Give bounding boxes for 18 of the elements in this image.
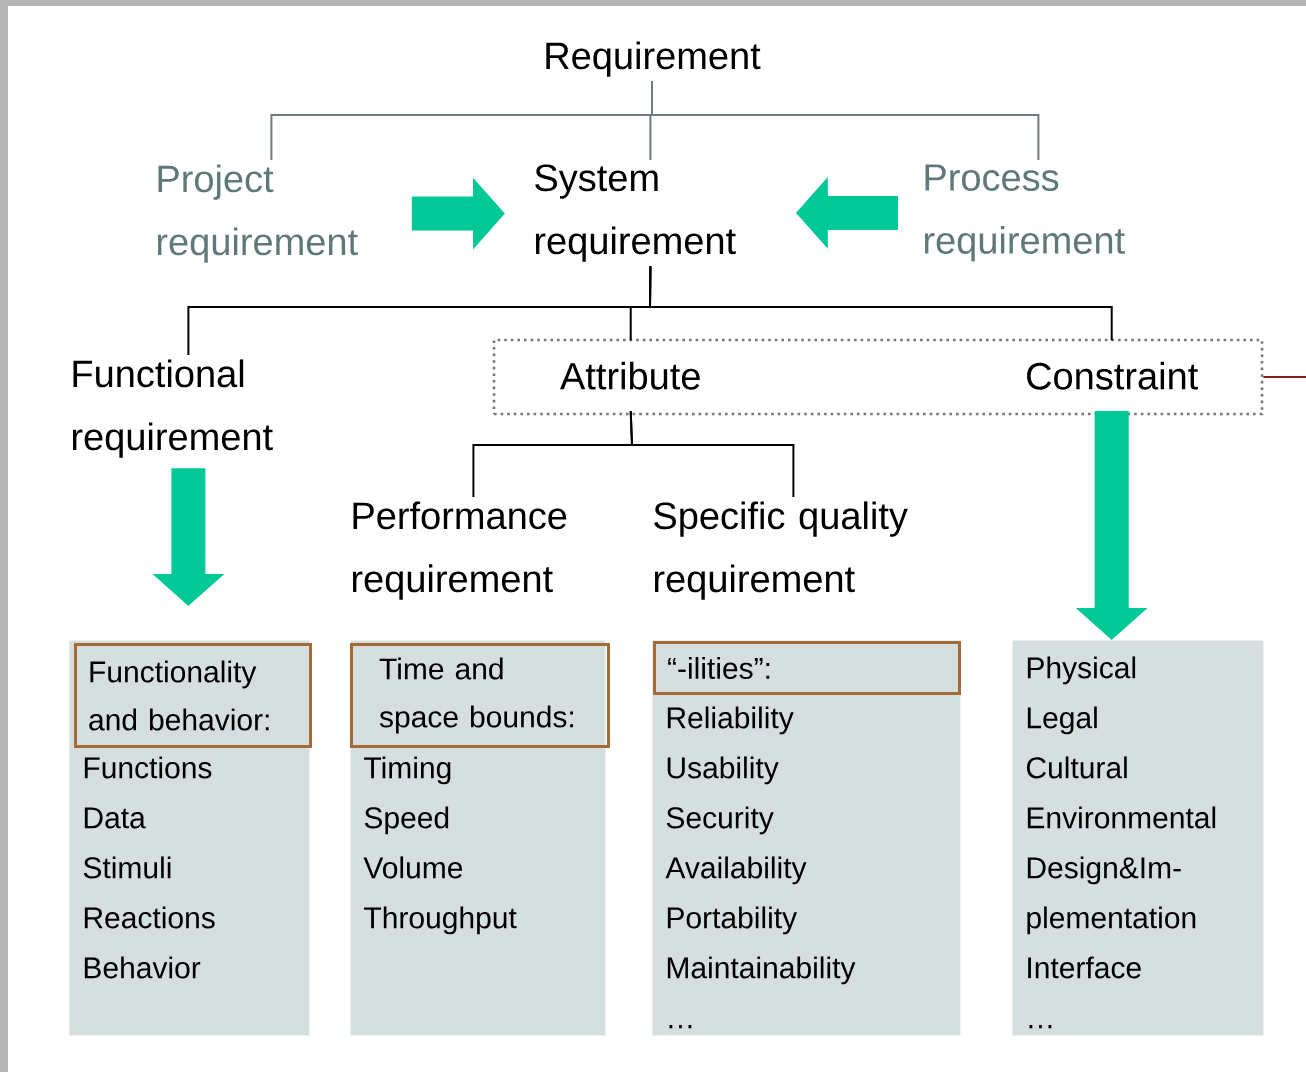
root-label: Requirement (546, 41, 761, 77)
header-box: Functionality and behavior: (74, 643, 312, 748)
category-label: Project requirement (157, 164, 358, 263)
category-label: Functional requirement (72, 359, 273, 458)
category-label: Constraint (1027, 361, 1198, 390)
header-box: “-ilities”: (653, 641, 961, 695)
connector-line (629, 410, 795, 498)
connector-line (1262, 376, 1306, 378)
dotted-box (492, 338, 1264, 416)
connector-line (651, 80, 1040, 161)
connector-line (649, 265, 1113, 342)
list-panel: Physical Legal Cultural Environmental Design&Im- plementation Interface … (1012, 640, 1264, 1036)
category-label: Attribute (560, 361, 700, 390)
header-box: Time and space bounds: (350, 643, 610, 748)
category-label: System requirement (535, 164, 736, 262)
category-label: Process requirement (924, 164, 1125, 262)
category-label: Specific quality requirement (654, 501, 908, 600)
category-label: Performance requirement (352, 501, 567, 600)
